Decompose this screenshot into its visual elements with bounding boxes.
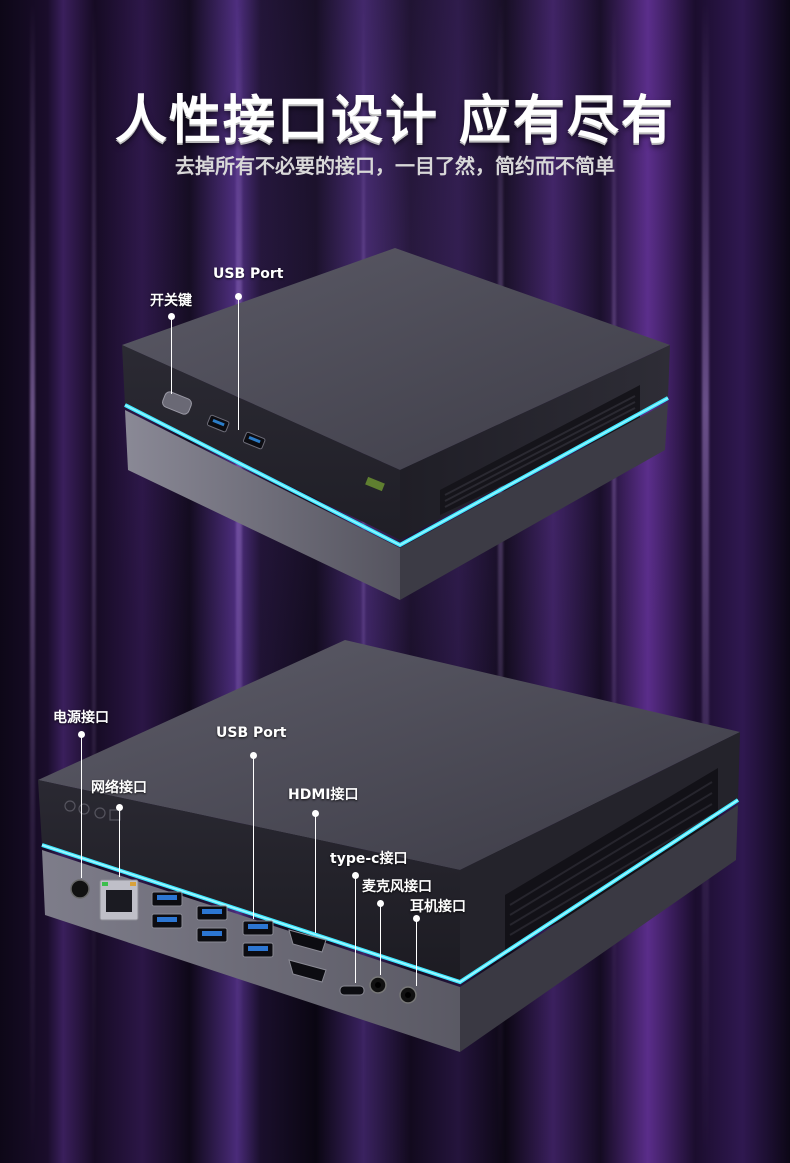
usb-port-stack-3	[242, 920, 274, 958]
certification-marks-icon	[64, 800, 121, 821]
vent-grille	[440, 385, 640, 515]
callout-rear-usb: USB Port	[216, 725, 287, 741]
light-streak	[92, 0, 96, 1163]
device-base-side	[400, 402, 668, 600]
device-rear-face	[38, 780, 460, 982]
callout-typec-port: type-c接口	[330, 851, 408, 867]
light-streak	[702, 0, 709, 1163]
usb-port-icon	[242, 431, 266, 450]
device-top-surface	[122, 248, 670, 470]
light-streak	[30, 0, 35, 1163]
callout-pointer	[312, 810, 319, 933]
callout-pointer	[352, 872, 359, 983]
callout-pointer	[116, 804, 123, 877]
device-top-surface	[38, 640, 740, 870]
callout-pointer	[168, 313, 175, 394]
hdmi-port-icon	[288, 929, 327, 983]
device-base-front	[125, 410, 400, 600]
ethernet-port-icon	[99, 879, 139, 921]
callout-power-port: 电源接口	[53, 710, 109, 726]
callout-front-usb: USB Port	[213, 266, 284, 282]
typec-port-icon	[339, 985, 365, 996]
callout-pointer	[235, 293, 242, 430]
callout-power-button: 开关键	[150, 293, 192, 309]
light-streak	[612, 0, 616, 1163]
intel-badge-icon	[365, 476, 385, 492]
callout-pointer	[413, 915, 420, 986]
device-base-side	[460, 805, 738, 1052]
callout-headphone-port: 耳机接口	[410, 899, 466, 915]
callout-mic-port: 麦克风接口	[362, 879, 432, 895]
usb-port-stack-1	[151, 891, 183, 929]
power-button	[162, 391, 192, 415]
usb-port-icon	[206, 414, 230, 433]
vent-grille	[505, 768, 718, 950]
callout-network-port: 网络接口	[91, 780, 147, 796]
callout-hdmi-port: HDMI接口	[288, 787, 359, 803]
page-title: 人性接口设计 应有尽有	[114, 91, 676, 151]
light-streak	[498, 0, 503, 1163]
usb-port-stack-2	[196, 905, 228, 943]
light-streak	[236, 0, 242, 1163]
callout-pointer	[250, 752, 257, 919]
page-subtitle: 去掉所有不必要的接口，一目了然，简约而不简单	[175, 154, 615, 178]
power-port-icon	[70, 879, 90, 899]
callout-pointer	[377, 900, 384, 975]
callout-pointer	[78, 731, 85, 878]
